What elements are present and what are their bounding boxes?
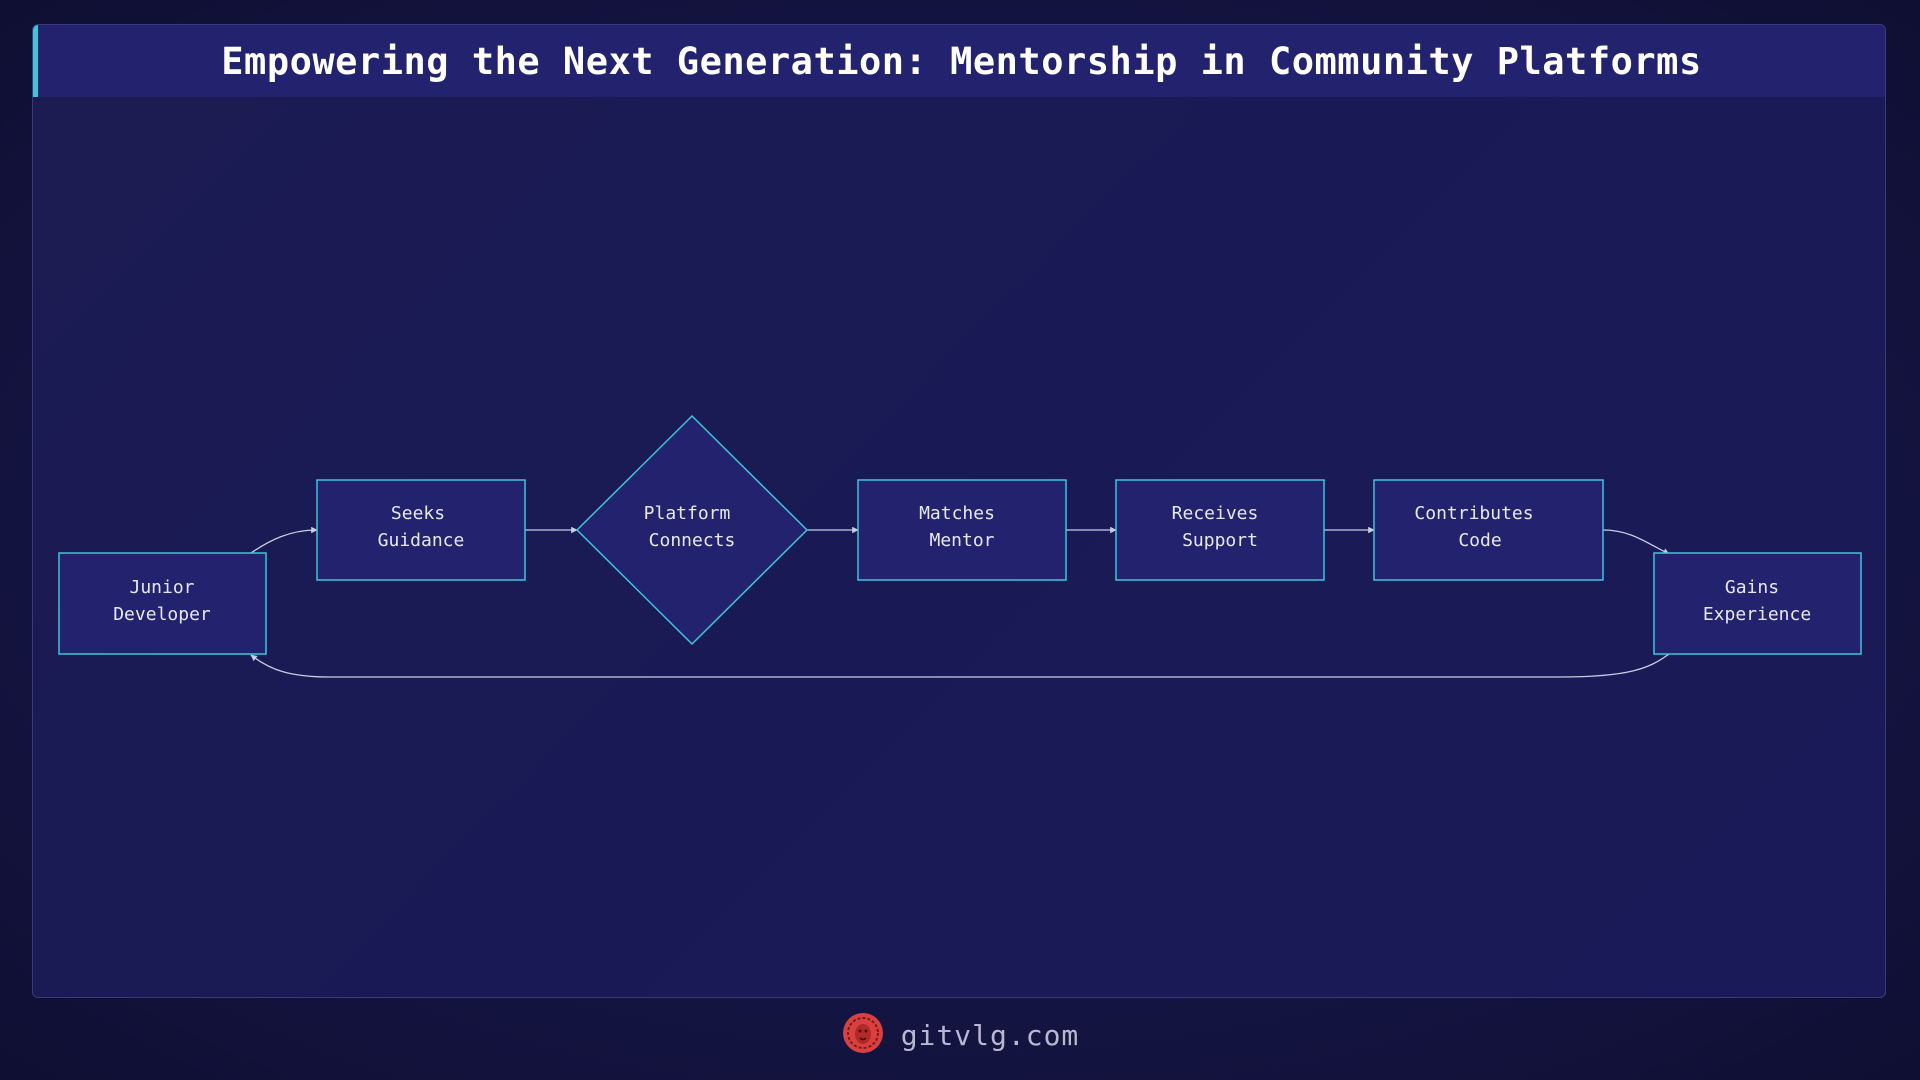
svg-text:Seeks: Seeks: [391, 503, 445, 524]
node-gains-experience: Gains Experience: [1653, 552, 1862, 655]
title-bar: Empowering the Next Generation: Mentorsh…: [33, 25, 1885, 97]
node-contributes-code: Contributes Code: [1373, 479, 1604, 581]
node-platform-connects: Platform Connects: [575, 414, 809, 646]
node-label-line: Junior: [129, 577, 194, 598]
svg-text:Support: Support: [1182, 530, 1258, 551]
node-label-line: Experience: [1703, 604, 1811, 625]
node-label-line: Contributes: [1414, 503, 1533, 524]
node-seeks-guidance: Seeks Guidance: [316, 479, 526, 581]
svg-text:Connects: Connects: [649, 530, 736, 551]
svg-text:Contributes: Contributes: [1414, 503, 1533, 524]
node-matches-mentor: Matches Mentor: [857, 479, 1067, 581]
svg-text:Code: Code: [1458, 530, 1501, 551]
node-label-line: Mentor: [929, 530, 994, 551]
svg-text:Junior: Junior: [129, 577, 194, 598]
edge-gains-to-junior: [250, 653, 1670, 678]
footer-site-link[interactable]: gitvlg.com: [900, 1018, 1080, 1052]
node-label-line: Guidance: [378, 530, 465, 551]
node-label-line: Code: [1458, 530, 1501, 551]
node-label-line: Matches: [919, 503, 995, 524]
diagram-title: Empowering the Next Generation: Mentorsh…: [221, 39, 1702, 83]
svg-text:Gains: Gains: [1725, 577, 1779, 598]
svg-text:Guidance: Guidance: [378, 530, 465, 551]
node-label-line: Seeks: [391, 503, 445, 524]
node-label-line: Platform: [644, 503, 731, 524]
node-label-line: Developer: [113, 604, 211, 625]
node-receives-support: Receives Support: [1115, 479, 1325, 581]
node-label-line: Support: [1182, 530, 1258, 551]
lion-logo-icon: [841, 1011, 885, 1059]
svg-text:Platform: Platform: [644, 503, 731, 524]
node-label-line: Connects: [649, 530, 736, 551]
edges: [250, 526, 1670, 678]
svg-text:Experience: Experience: [1703, 604, 1811, 625]
svg-text:Matches: Matches: [919, 503, 995, 524]
node-label-line: Gains: [1725, 577, 1779, 598]
edge-junior-to-seeks: [250, 526, 318, 554]
edge-contributes-to-gains: [1602, 529, 1670, 555]
svg-text:Developer: Developer: [113, 604, 211, 625]
node-junior-developer: Junior Developer: [58, 552, 267, 655]
svg-text:Receives: Receives: [1172, 503, 1259, 524]
svg-text:Mentor: Mentor: [929, 530, 994, 551]
footer: gitvlg.com: [0, 1010, 1920, 1060]
node-label-line: Receives: [1172, 503, 1259, 524]
